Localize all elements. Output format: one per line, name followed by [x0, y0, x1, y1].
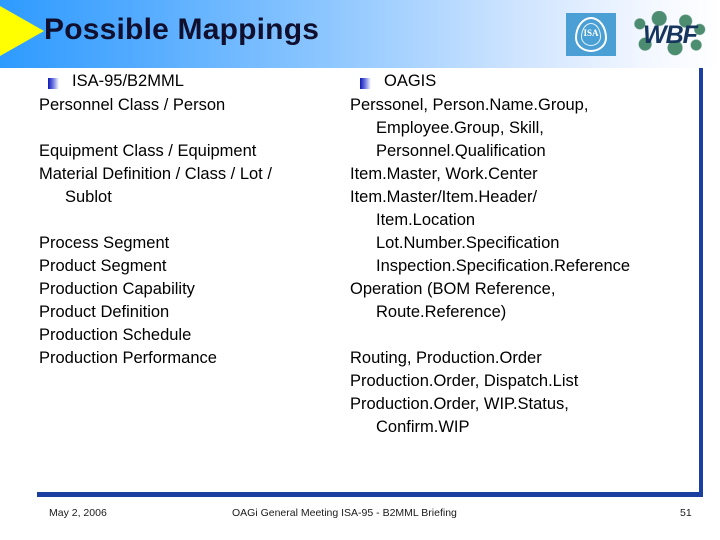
mapping-row-line: Perssonel, Person.Name.Group, [350, 96, 589, 114]
mapping-row: Operation (BOM Reference, Route.Reference… [349, 278, 699, 324]
mapping-row-line: Operation (BOM Reference, [350, 280, 556, 298]
globe-icon [624, 11, 712, 57]
mapping-row-spacer [37, 117, 349, 140]
mapping-row-line: Production.Order, WIP.Status, [350, 395, 569, 413]
mapping-row: Equipment Class / Equipment [37, 140, 349, 163]
mapping-row: Production Capability [37, 278, 349, 301]
slide-footer: May 2, 2006 OAGi General Meeting ISA-95 … [0, 505, 720, 535]
mapping-row-line-wrapped: Item.Location [376, 211, 476, 229]
mapping-row-line: Product Definition [39, 303, 170, 321]
mapping-row-line-wrapped: Route.Reference) [376, 303, 507, 321]
mapping-row: Product Segment [37, 255, 349, 278]
mapping-row: Routing, Production.Order [349, 347, 699, 370]
slide-header: Possible Mappings ISA WBF [0, 0, 720, 68]
bullet-square-icon [48, 78, 59, 89]
mapping-row: Production.Order, Dispatch.List [349, 370, 699, 393]
isa-logo: ISA [566, 12, 616, 56]
page-title: Possible Mappings [44, 13, 320, 46]
mapping-row: Perssonel, Person.Name.Group, Employee.Gr… [349, 94, 699, 163]
mapping-row-line: Personnel Class / Person [39, 96, 226, 114]
mapping-row-line: Routing, Production.Order [350, 349, 542, 367]
mapping-row-line: Material Definition / Class / Lot / [39, 165, 272, 183]
mapping-row: Material Definition / Class / Lot / Sublo… [37, 163, 349, 209]
mapping-row-line: Production Schedule [39, 326, 192, 344]
mapping-row-line: Production.Order, Dispatch.List [350, 372, 579, 390]
mapping-row: Production.Order, WIP.Status, Confirm.WIP [349, 393, 699, 439]
arrow-decoration-icon [0, 6, 44, 56]
mapping-row-line: Production Performance [39, 349, 217, 367]
wbf-logo-text: WBF [643, 21, 698, 49]
mapping-row: Production Performance [37, 347, 349, 370]
mapping-row-line-wrapped: Confirm.WIP [376, 418, 470, 436]
column-heading-left: ISA-95/B2MML [72, 72, 184, 90]
mapping-row-line: Item.Master/Item.Header/ [350, 188, 538, 206]
mapping-row-line: Product Segment [39, 257, 167, 275]
isa-logo-text: ISA [583, 27, 599, 38]
column-oagis: OAGIS Perssonel, Person.Name.Group, Emplo… [349, 68, 699, 492]
mapping-list-right: Perssonel, Person.Name.Group, Employee.Gr… [349, 94, 699, 439]
mapping-columns: ISA-95/B2MML Personnel Class / Person Eq… [37, 68, 699, 492]
column-heading-row-right: OAGIS [349, 68, 699, 94]
mapping-row-line: Production Capability [39, 280, 195, 298]
mapping-row-line-wrapped: Lot.Number.Specification [376, 234, 560, 252]
mapping-row: Product Definition [37, 301, 349, 324]
mapping-row-spacer [349, 324, 699, 347]
wbf-logo: WBF [624, 11, 712, 57]
mapping-row-line-wrapped: Sublot [65, 188, 112, 206]
mapping-row: Production Schedule [37, 324, 349, 347]
mapping-row: Personnel Class / Person [37, 94, 349, 117]
mapping-row-line: Item.Master, Work.Center [350, 165, 538, 183]
logo-group: ISA WBF [566, 8, 712, 60]
column-isa95: ISA-95/B2MML Personnel Class / Person Eq… [37, 68, 349, 492]
column-heading-right: OAGIS [384, 72, 437, 90]
mapping-row-spacer [37, 209, 349, 232]
footer-date: May 2, 2006 [49, 507, 107, 519]
bullet-square-icon [360, 78, 371, 89]
mapping-row-line-wrapped: Inspection.Specification.Reference [376, 257, 631, 275]
mapping-row-line-wrapped: Employee.Group, Skill, [376, 119, 544, 137]
mapping-row: Process Segment [37, 232, 349, 255]
mapping-row-line: Equipment Class / Equipment [39, 142, 257, 160]
content-panel: ISA-95/B2MML Personnel Class / Person Eq… [37, 68, 703, 497]
mapping-list-left: Personnel Class / Person Equipment Class… [37, 94, 349, 370]
footer-page-number: 51 [680, 507, 692, 519]
mapping-row: Item.Master, Work.Center [349, 163, 699, 186]
column-heading-row-left: ISA-95/B2MML [37, 68, 349, 94]
footer-title: OAGi General Meeting ISA-95 - B2MML Brie… [232, 507, 457, 519]
mapping-row-line: Process Segment [39, 234, 170, 252]
mapping-row-line-wrapped: Personnel.Qualification [376, 142, 546, 160]
isa-droplet-icon [575, 16, 607, 52]
